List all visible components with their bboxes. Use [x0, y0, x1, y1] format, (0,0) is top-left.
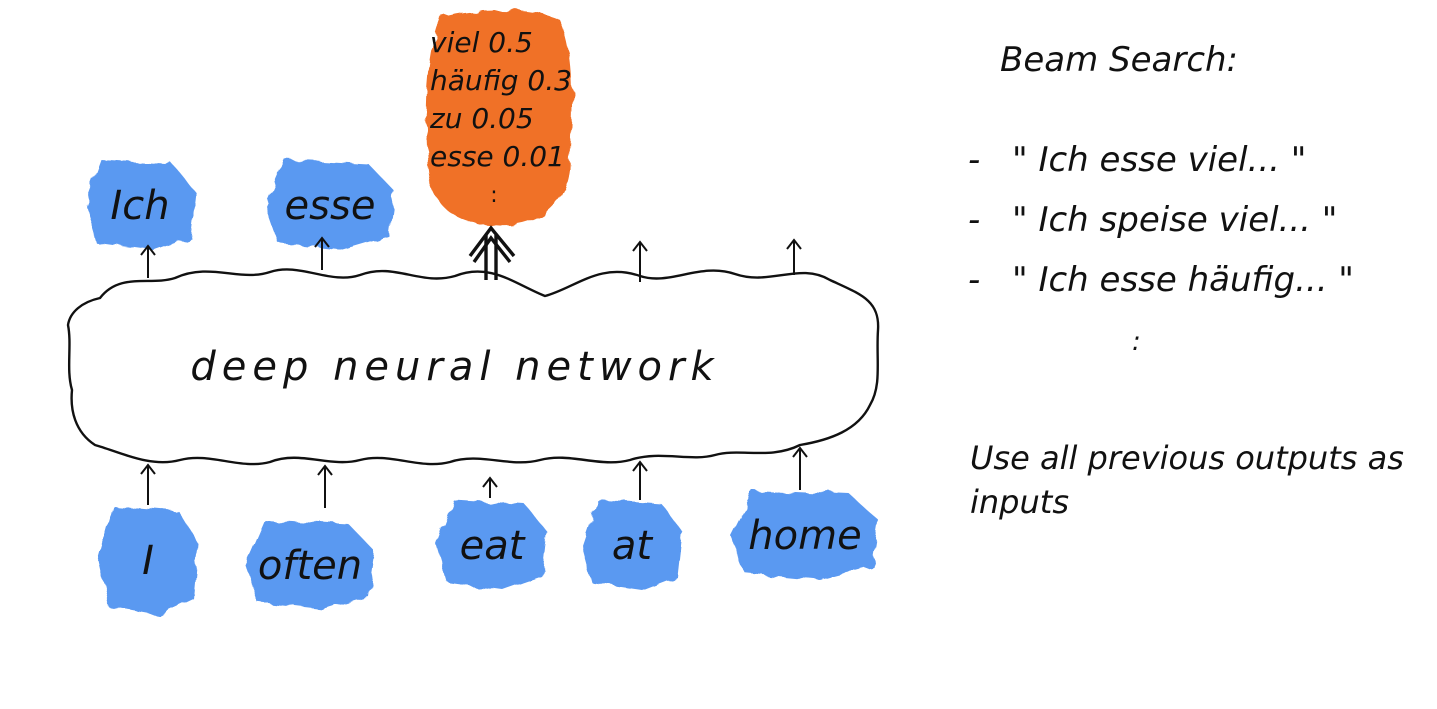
- output-token-highlight: [265, 160, 395, 250]
- output-arrow: [632, 240, 648, 282]
- network-label: deep neural network: [190, 344, 719, 390]
- probability-blob: [425, 10, 573, 227]
- output-token: esse: [285, 183, 376, 229]
- beam-candidate-list: -" Ich esse viel... " -" Ich speise viel…: [968, 140, 1354, 320]
- input-arrow: [317, 464, 333, 508]
- input-token-highlight: [582, 500, 682, 590]
- beam-item: -" Ich esse viel... ": [968, 140, 1354, 200]
- network-cloud: [66, 268, 880, 466]
- decoding-arrow-bold: [468, 225, 516, 280]
- beam-item-text: " Ich speise viel... ": [1012, 200, 1338, 240]
- beam-item: -" Ich esse häufig... ": [968, 260, 1354, 320]
- beam-item: -" Ich speise viel... ": [968, 200, 1354, 260]
- candidate-prob: 0.05: [471, 102, 533, 135]
- input-token-highlight: [245, 520, 375, 610]
- list-dash: -: [968, 140, 981, 180]
- beam-item-text: " Ich esse häufig... ": [1012, 260, 1354, 300]
- candidate-row: zu 0.05: [429, 102, 534, 135]
- arrows: [140, 236, 808, 508]
- candidate-row: viel 0.5: [430, 26, 533, 59]
- output-arrow: [140, 244, 156, 278]
- candidate-word: häufig: [430, 64, 527, 97]
- input-token-highlight: [437, 500, 547, 590]
- input-token: eat: [460, 523, 526, 569]
- input-arrow: [482, 476, 498, 498]
- input-token-highlight: [98, 505, 198, 615]
- candidate-prob: 0.5: [488, 26, 533, 59]
- notes-footer: Use all previous outputs as inputs: [970, 439, 1404, 521]
- candidate-row: esse 0.01: [430, 140, 565, 173]
- input-arrow: [140, 463, 156, 505]
- list-dash: -: [968, 260, 981, 300]
- output-arrow: [786, 238, 802, 275]
- candidate-list: viel 0.5 häufig 0.3 zu 0.05 esse 0.01: [429, 26, 572, 173]
- output-tokens: Ich esse: [85, 160, 395, 250]
- output-token: Ich: [110, 183, 169, 229]
- candidate-row: häufig 0.3: [430, 64, 572, 97]
- input-arrow: [792, 446, 808, 490]
- input-token: I: [142, 538, 154, 584]
- output-arrow: [314, 236, 330, 270]
- candidate-word: esse: [430, 140, 503, 173]
- output-token-highlight: [85, 160, 195, 250]
- candidate-word: viel: [430, 26, 488, 59]
- candidate-distribution: viel 0.5 häufig 0.3 zu 0.05 esse 0.01 :: [425, 10, 573, 227]
- candidates-more: :: [490, 183, 497, 208]
- input-arrow: [632, 460, 648, 500]
- beam-item-text: " Ich esse viel... ": [1012, 140, 1307, 180]
- notes-title: Beam Search:: [1000, 40, 1239, 80]
- candidate-prob: 0.01: [503, 140, 565, 173]
- candidate-prob: 0.3: [527, 64, 572, 97]
- list-dash: -: [968, 200, 981, 240]
- input-token: often: [258, 543, 362, 589]
- input-token: at: [612, 523, 654, 569]
- notes-ellipsis: :: [1132, 327, 1141, 357]
- candidate-word: zu: [429, 102, 471, 135]
- input-token: home: [748, 513, 861, 559]
- input-token-highlight: [730, 490, 880, 580]
